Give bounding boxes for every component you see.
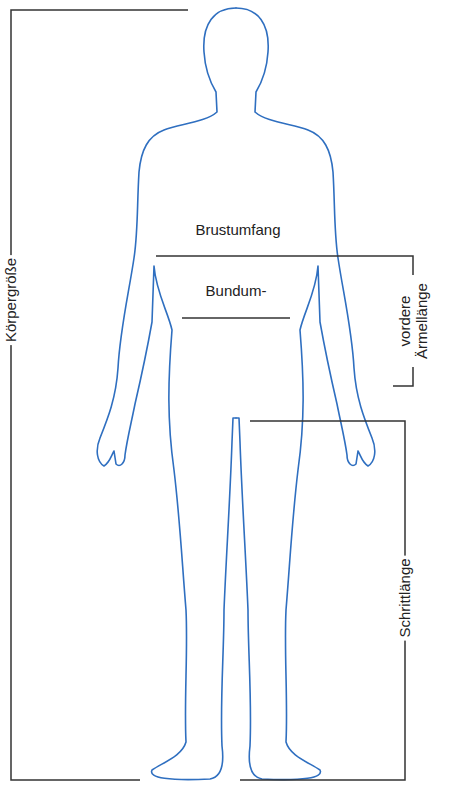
inseam-bracket [240,421,405,780]
inseam-label: Schrittlänge [397,555,414,640]
chest-label: Brustumfang [192,222,283,239]
chest-line [156,255,316,257]
waist-label: Bundum- [203,283,270,300]
sleeve-label: vordere Ärmellänge [397,275,430,367]
height-label: Körpergröße [3,255,20,345]
height-bracket [11,10,188,780]
body-outline-mirror [97,8,236,780]
waist-line [182,317,290,319]
body-outline [236,8,375,780]
